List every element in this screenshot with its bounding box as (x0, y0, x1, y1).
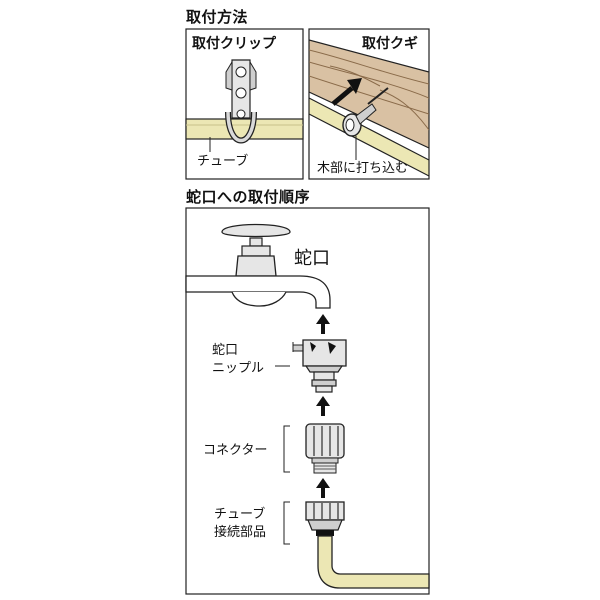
connector-illustration (305, 423, 345, 474)
clip-panel-frame (185, 28, 304, 180)
nail-panel-title: 取付クギ (362, 36, 418, 52)
nipple-label-line2: ニップル (212, 361, 265, 376)
nipple-illustration (292, 339, 347, 393)
tube-connector-illustration (305, 501, 430, 589)
tube-connector-label-line1: チューブ (214, 507, 266, 522)
section-title-mounting: 取付方法 (186, 8, 249, 26)
faucet-illustration (185, 223, 331, 309)
order-panel-frame (185, 207, 430, 595)
faucet-label: 蛇口 (294, 248, 330, 269)
clip-panel-title: 取付クリップ (192, 36, 276, 52)
arrows (316, 314, 330, 498)
nail-illustration (309, 39, 429, 177)
tube-label: チューブ (197, 154, 249, 169)
nipple-label: 蛇口 ニップル (212, 342, 264, 378)
tube-connector-label-line2: 接続部品 (214, 525, 267, 540)
clip-illustration (185, 59, 304, 152)
section-title-order: 蛇口への取付順序 (186, 188, 311, 206)
tube-connector-label: チューブ 接続部品 (214, 506, 266, 542)
wood-label: 木部に打ち込む (317, 161, 409, 176)
leader-lines (275, 342, 294, 545)
nipple-label-line1: 蛇口 (212, 343, 239, 358)
connector-label: コネクター (203, 443, 268, 458)
